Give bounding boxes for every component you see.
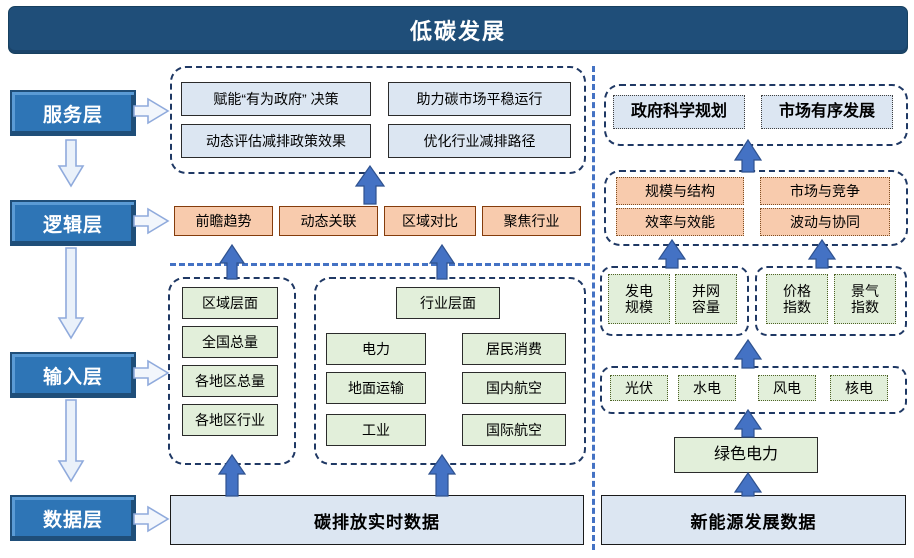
layer-pill-logic[interactable]: 逻辑层 (10, 200, 136, 246)
region-item-3[interactable]: 各地区行业 (182, 404, 278, 436)
divider-horizontal (170, 263, 590, 266)
region-item-1[interactable]: 全国总量 (182, 326, 278, 358)
industry-header[interactable]: 行业层面 (396, 287, 500, 319)
left-logic-item-4[interactable]: 聚焦行业 (482, 206, 581, 236)
right-logic-item-2[interactable]: 市场与竞争 (760, 177, 890, 205)
left-service-item-3[interactable]: 动态评估减排政策效果 (181, 124, 371, 158)
input-power-generation[interactable]: 发电 规模 (608, 274, 670, 324)
input-prosperity-index[interactable]: 景气 指数 (834, 274, 896, 324)
right-logic-item-4[interactable]: 波动与协同 (760, 208, 890, 236)
layer-to-group-arrows (133, 97, 170, 533)
layer-pill-service[interactable]: 服务层 (10, 90, 136, 136)
right-service-item-2[interactable]: 市场有序发展 (761, 95, 893, 129)
industry-item-3[interactable]: 地面运输 (326, 372, 426, 404)
right-service-item-1[interactable]: 政府科学规划 (613, 95, 745, 129)
input-price-index[interactable]: 价格 指数 (766, 274, 828, 324)
divider-vertical (592, 66, 595, 550)
energy-item-hydro[interactable]: 水电 (678, 375, 736, 401)
left-service-item-1[interactable]: 赋能“有为政府” 决策 (181, 82, 371, 116)
layer-link-arrows (57, 139, 85, 483)
energy-item-wind[interactable]: 风电 (758, 375, 816, 401)
industry-item-5[interactable]: 工业 (326, 414, 426, 446)
region-item-2[interactable]: 各地区总量 (182, 365, 278, 397)
left-data-bar[interactable]: 碳排放实时数据 (170, 495, 584, 545)
page-title: 低碳发展 (8, 6, 908, 54)
left-logic-item-1[interactable]: 前瞻趋势 (174, 206, 273, 236)
left-logic-item-2[interactable]: 动态关联 (279, 206, 378, 236)
left-logic-item-3[interactable]: 区域对比 (384, 206, 476, 236)
right-logic-item-1[interactable]: 规模与结构 (616, 177, 744, 205)
industry-item-1[interactable]: 电力 (326, 333, 426, 365)
energy-item-solar[interactable]: 光伏 (610, 375, 668, 401)
industry-item-4[interactable]: 国内航空 (462, 372, 566, 404)
right-logic-item-3[interactable]: 效率与效能 (616, 208, 744, 236)
left-service-item-4[interactable]: 优化行业减排路径 (388, 124, 571, 158)
right-data-bar[interactable]: 新能源发展数据 (601, 495, 906, 545)
industry-item-6[interactable]: 国际航空 (462, 414, 566, 446)
energy-item-nuclear[interactable]: 核电 (830, 375, 888, 401)
green-power-box[interactable]: 绿色电力 (674, 437, 818, 473)
region-header[interactable]: 区域层面 (182, 287, 278, 319)
layer-pill-input[interactable]: 输入层 (10, 352, 136, 398)
industry-item-2[interactable]: 居民消费 (462, 333, 566, 365)
input-grid-capacity[interactable]: 并网 容量 (675, 274, 737, 324)
left-service-item-2[interactable]: 助力碳市场平稳运行 (388, 82, 571, 116)
layer-pill-data[interactable]: 数据层 (10, 495, 136, 541)
